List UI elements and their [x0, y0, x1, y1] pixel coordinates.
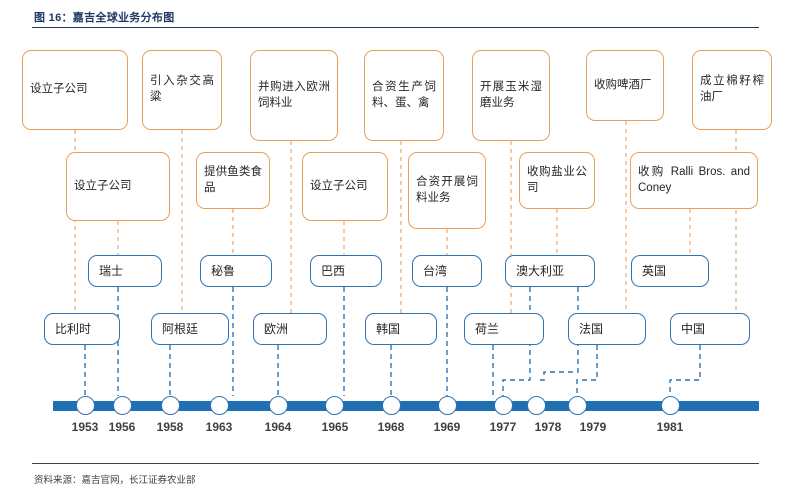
event-box-row2-1-label: 设立子公司: [74, 179, 132, 192]
event-box-row1-7[interactable]: 成立棉籽榨油厂: [692, 50, 772, 130]
event-box-row2-6[interactable]: 收购 Ralli Bros. and Coney: [630, 152, 758, 209]
event-box-row2-3-label: 设立子公司: [310, 179, 368, 192]
timeline-year-1: 1953: [71, 420, 99, 434]
event-box-row2-6-label: 收购 Ralli Bros. and Coney: [638, 165, 750, 194]
country-box-row3-2-label: 秘鲁: [211, 263, 236, 278]
timeline-year-5: 1964: [264, 420, 292, 434]
timeline-year-4: 1963: [205, 420, 233, 434]
country-box-row3-1-label: 瑞士: [99, 263, 124, 278]
event-box-row2-2[interactable]: 提供鱼类食品: [196, 152, 270, 209]
event-box-row1-1[interactable]: 设立子公司: [22, 50, 128, 130]
event-box-row2-4-label: 合资开展饲料业务: [416, 175, 478, 204]
event-box-row2-3[interactable]: 设立子公司: [302, 152, 388, 221]
country-box-row4-7[interactable]: 中国: [670, 313, 750, 345]
timeline-node-1964[interactable]: [269, 396, 288, 415]
timeline-node-1953[interactable]: [76, 396, 95, 415]
timeline-node-1965[interactable]: [325, 396, 344, 415]
event-box-row2-2-label: 提供鱼类食品: [204, 165, 262, 194]
event-box-row1-2-label: 引入杂交高粱: [150, 75, 214, 103]
timeline-year-8: 1969: [433, 420, 461, 434]
country-box-row4-7-label: 中国: [681, 321, 706, 336]
country-box-row4-4-label: 韩国: [376, 321, 401, 336]
timeline-node-1979[interactable]: [568, 396, 587, 415]
country-box-row3-4[interactable]: 台湾: [412, 255, 482, 287]
timeline-node-1968[interactable]: [382, 396, 401, 415]
country-box-row3-5[interactable]: 澳大利亚: [505, 255, 595, 287]
timeline-node-1981[interactable]: [661, 396, 680, 415]
country-box-row3-6[interactable]: 英国: [631, 255, 709, 287]
event-box-row1-6-label: 收购啤酒厂: [594, 78, 652, 91]
orange-connectors: [74, 121, 737, 313]
timeline-year-2: 1956: [108, 420, 136, 434]
event-box-row2-4[interactable]: 合资开展饲料业务: [408, 152, 486, 229]
timeline-node-1958[interactable]: [161, 396, 180, 415]
country-box-row4-5[interactable]: 荷兰: [464, 313, 544, 345]
figure-source: 资料来源：嘉吉官网，长江证券农业部: [34, 475, 196, 486]
country-box-row3-5-label: 澳大利亚: [516, 263, 565, 278]
country-box-row4-4[interactable]: 韩国: [365, 313, 437, 345]
title-divider: [32, 27, 759, 28]
country-box-row3-2[interactable]: 秘鲁: [200, 255, 272, 287]
country-box-row3-6-label: 英国: [642, 263, 667, 278]
country-box-row4-2-label: 阿根廷: [162, 321, 199, 336]
event-box-row1-2[interactable]: 引入杂交高粱: [142, 50, 222, 130]
event-box-row2-1[interactable]: 设立子公司: [66, 152, 170, 221]
timeline-node-1969[interactable]: [438, 396, 457, 415]
event-box-row1-5-label: 开展玉米湿磨业务: [480, 80, 542, 109]
event-box-row1-5[interactable]: 开展玉米湿磨业务: [472, 50, 550, 141]
timeline-node-1978[interactable]: [527, 396, 546, 415]
event-box-row1-3[interactable]: 并购进入欧洲饲料业: [250, 50, 338, 141]
country-box-row3-1[interactable]: 瑞士: [88, 255, 162, 287]
country-box-row3-4-label: 台湾: [423, 263, 448, 278]
timeline-axis: [53, 401, 759, 411]
timeline-node-1977[interactable]: [494, 396, 513, 415]
event-box-row1-4[interactable]: 合资生产饲料、蛋、禽: [364, 50, 444, 141]
timeline-year-9: 1977: [489, 420, 517, 434]
timeline-year-7: 1968: [377, 420, 405, 434]
timeline-year-11: 1979: [579, 420, 607, 434]
country-box-row4-3[interactable]: 欧洲: [253, 313, 327, 345]
event-box-row1-4-label: 合资生产饲料、蛋、禽: [372, 80, 436, 109]
timeline-year-12: 1981: [656, 420, 684, 434]
country-box-row4-2[interactable]: 阿根廷: [151, 313, 229, 345]
footer-divider: [32, 463, 759, 464]
country-box-row4-1[interactable]: 比利时: [44, 313, 120, 345]
event-box-row1-1-label: 设立子公司: [30, 83, 88, 96]
country-box-row4-5-label: 荷兰: [475, 321, 500, 336]
event-box-row1-7-label: 成立棉籽榨油厂: [700, 75, 764, 103]
country-box-row4-6-label: 法国: [579, 321, 604, 336]
timeline-node-1956[interactable]: [113, 396, 132, 415]
event-box-row2-5[interactable]: 收购盐业公司: [519, 152, 595, 209]
timeline-year-6: 1965: [321, 420, 349, 434]
event-box-row1-3-label: 并购进入欧洲饲料业: [258, 80, 330, 109]
figure-title: 图 16：嘉吉全球业务分布图: [34, 12, 175, 24]
timeline-year-10: 1978: [534, 420, 562, 434]
country-box-row3-3[interactable]: 巴西: [310, 255, 382, 287]
timeline-node-1963[interactable]: [210, 396, 229, 415]
country-box-row4-1-label: 比利时: [55, 321, 92, 336]
country-box-row4-6[interactable]: 法国: [568, 313, 646, 345]
event-box-row2-5-label: 收购盐业公司: [527, 165, 587, 194]
country-box-row4-3-label: 欧洲: [264, 321, 289, 336]
country-box-row3-3-label: 巴西: [321, 263, 346, 278]
event-box-row1-6[interactable]: 收购啤酒厂: [586, 50, 664, 121]
timeline-year-3: 1958: [156, 420, 184, 434]
